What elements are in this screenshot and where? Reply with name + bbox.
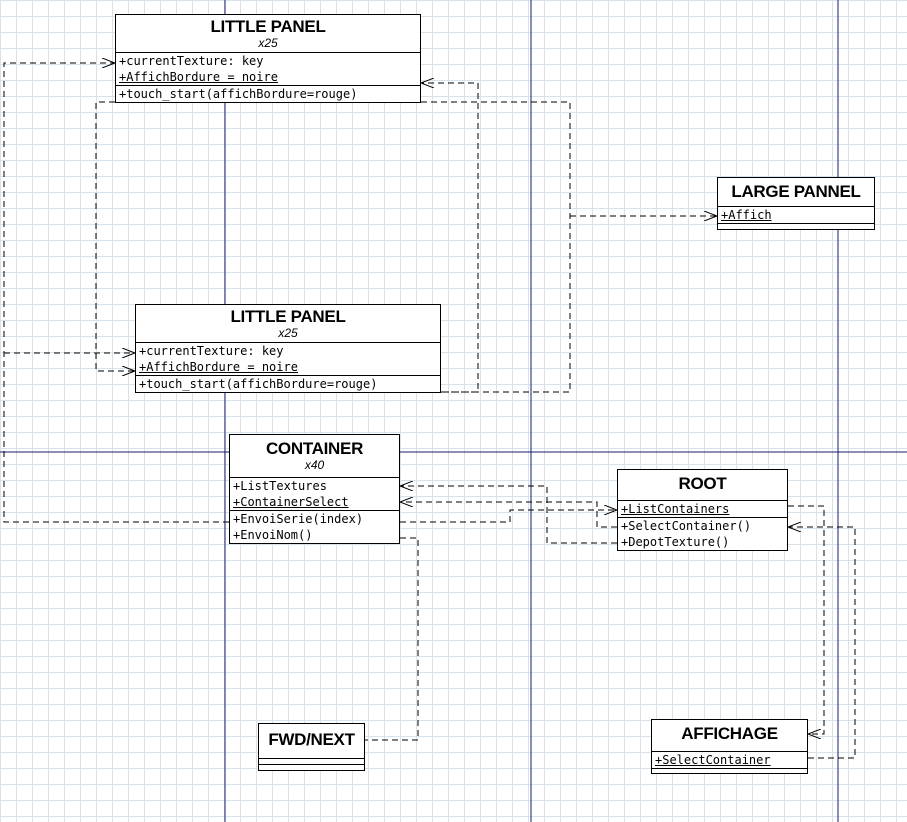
class-name: LITTLE PANEL xyxy=(210,17,326,36)
attributes-section: +SelectContainer xyxy=(652,752,807,769)
connector-container-to-root xyxy=(400,510,617,523)
operations-section: +touch_start(affichBordure=rouge) xyxy=(116,86,420,102)
attribute-row: +currentTexture: key xyxy=(139,344,284,358)
attribute-row: +currentTexture: key xyxy=(119,54,264,68)
operation-row: +touch_start(affichBordure=rouge) xyxy=(139,377,378,391)
connector-root-to-container-select xyxy=(400,502,617,528)
connectors xyxy=(3,63,856,759)
class-header: FWD/NEXT xyxy=(259,724,364,759)
class-name: FWD/NEXT xyxy=(268,730,355,749)
connector-container-to-top-panel xyxy=(3,63,229,523)
operations-section: +SelectContainer() +DepotTexture() xyxy=(618,518,787,550)
class-large-pannel[interactable]: LARGE PANNEL +Affich xyxy=(717,177,875,230)
class-affichage[interactable]: AFFICHAGE +SelectContainer xyxy=(651,719,808,774)
operations-section xyxy=(259,765,364,770)
attribute-row: +AffichBordure = noire xyxy=(139,360,298,374)
operation-row: +DepotTexture() xyxy=(621,535,730,549)
class-header: ROOT xyxy=(618,470,787,501)
connector-affichage-to-root xyxy=(788,527,856,759)
attribute-row: +Affich xyxy=(721,208,772,222)
class-header: LITTLE PANEL x25 xyxy=(136,305,440,343)
class-name: AFFICHAGE xyxy=(681,724,778,743)
class-root[interactable]: ROOT +ListContainers +SelectContainer() … xyxy=(617,469,788,551)
operations-section xyxy=(718,224,874,229)
connector-root-to-affichage xyxy=(788,505,825,734)
connector-root-to-container-list xyxy=(400,486,617,544)
class-multiplicity: x25 xyxy=(278,326,298,340)
connector-mid-touch-to-top-panel xyxy=(421,83,479,393)
empty-section xyxy=(718,224,874,229)
attribute-row: +ListTextures xyxy=(233,479,327,493)
attribute-row: +SelectContainer xyxy=(655,753,771,767)
class-multiplicity: x40 xyxy=(304,458,325,472)
class-name: ROOT xyxy=(678,474,727,493)
class-header: CONTAINER x40 xyxy=(230,435,399,478)
class-name: LARGE PANNEL xyxy=(731,182,861,201)
operations-section: +EnvoiSerie(index) +EnvoiNom() xyxy=(230,511,399,543)
connector-top-touch-to-mid-panel xyxy=(95,101,135,371)
operation-row: +EnvoiNom() xyxy=(233,528,313,542)
attributes-section xyxy=(259,759,364,765)
attributes-section: +Affich xyxy=(718,207,874,224)
operations-section xyxy=(652,769,807,773)
class-header: AFFICHAGE xyxy=(652,720,807,752)
class-container[interactable]: CONTAINER x40 +ListTextures +ContainerSe… xyxy=(229,434,400,544)
attributes-section: +currentTexture: key +AffichBordure = no… xyxy=(136,343,440,376)
operation-row: +EnvoiSerie(index) xyxy=(233,512,364,526)
empty-section xyxy=(652,769,807,773)
class-name: LITTLE PANEL xyxy=(230,307,346,326)
class-multiplicity: x25 xyxy=(258,36,278,50)
operation-row: +SelectContainer() xyxy=(621,519,752,533)
class-header: LITTLE PANEL x25 xyxy=(116,15,420,53)
operations-section: +touch_start(affichBordure=rouge) xyxy=(136,376,440,392)
operation-row: +touch_start(affichBordure=rouge) xyxy=(119,87,358,101)
empty-section xyxy=(259,759,364,764)
attributes-section: +currentTexture: key +AffichBordure = no… xyxy=(116,53,420,86)
attribute-row: +AffichBordure = noire xyxy=(119,70,278,84)
attribute-row: +ContainerSelect xyxy=(233,495,349,509)
attribute-row: +ListContainers xyxy=(621,502,730,516)
class-little-panel-mid[interactable]: LITTLE PANEL x25 +currentTexture: key +A… xyxy=(135,304,441,393)
empty-section xyxy=(259,765,364,770)
connector-container-to-fwd-next xyxy=(365,537,419,741)
attributes-section: +ListContainers xyxy=(618,501,787,518)
class-name: CONTAINER xyxy=(265,439,364,458)
attributes-section: +ListTextures +ContainerSelect xyxy=(230,478,399,511)
connector-top-touch-to-large-pannel xyxy=(421,101,571,393)
class-fwd-next[interactable]: FWD/NEXT xyxy=(258,723,365,771)
class-header: LARGE PANNEL xyxy=(718,178,874,207)
class-little-panel-top[interactable]: LITTLE PANEL x25 +currentTexture: key +A… xyxy=(115,14,421,103)
